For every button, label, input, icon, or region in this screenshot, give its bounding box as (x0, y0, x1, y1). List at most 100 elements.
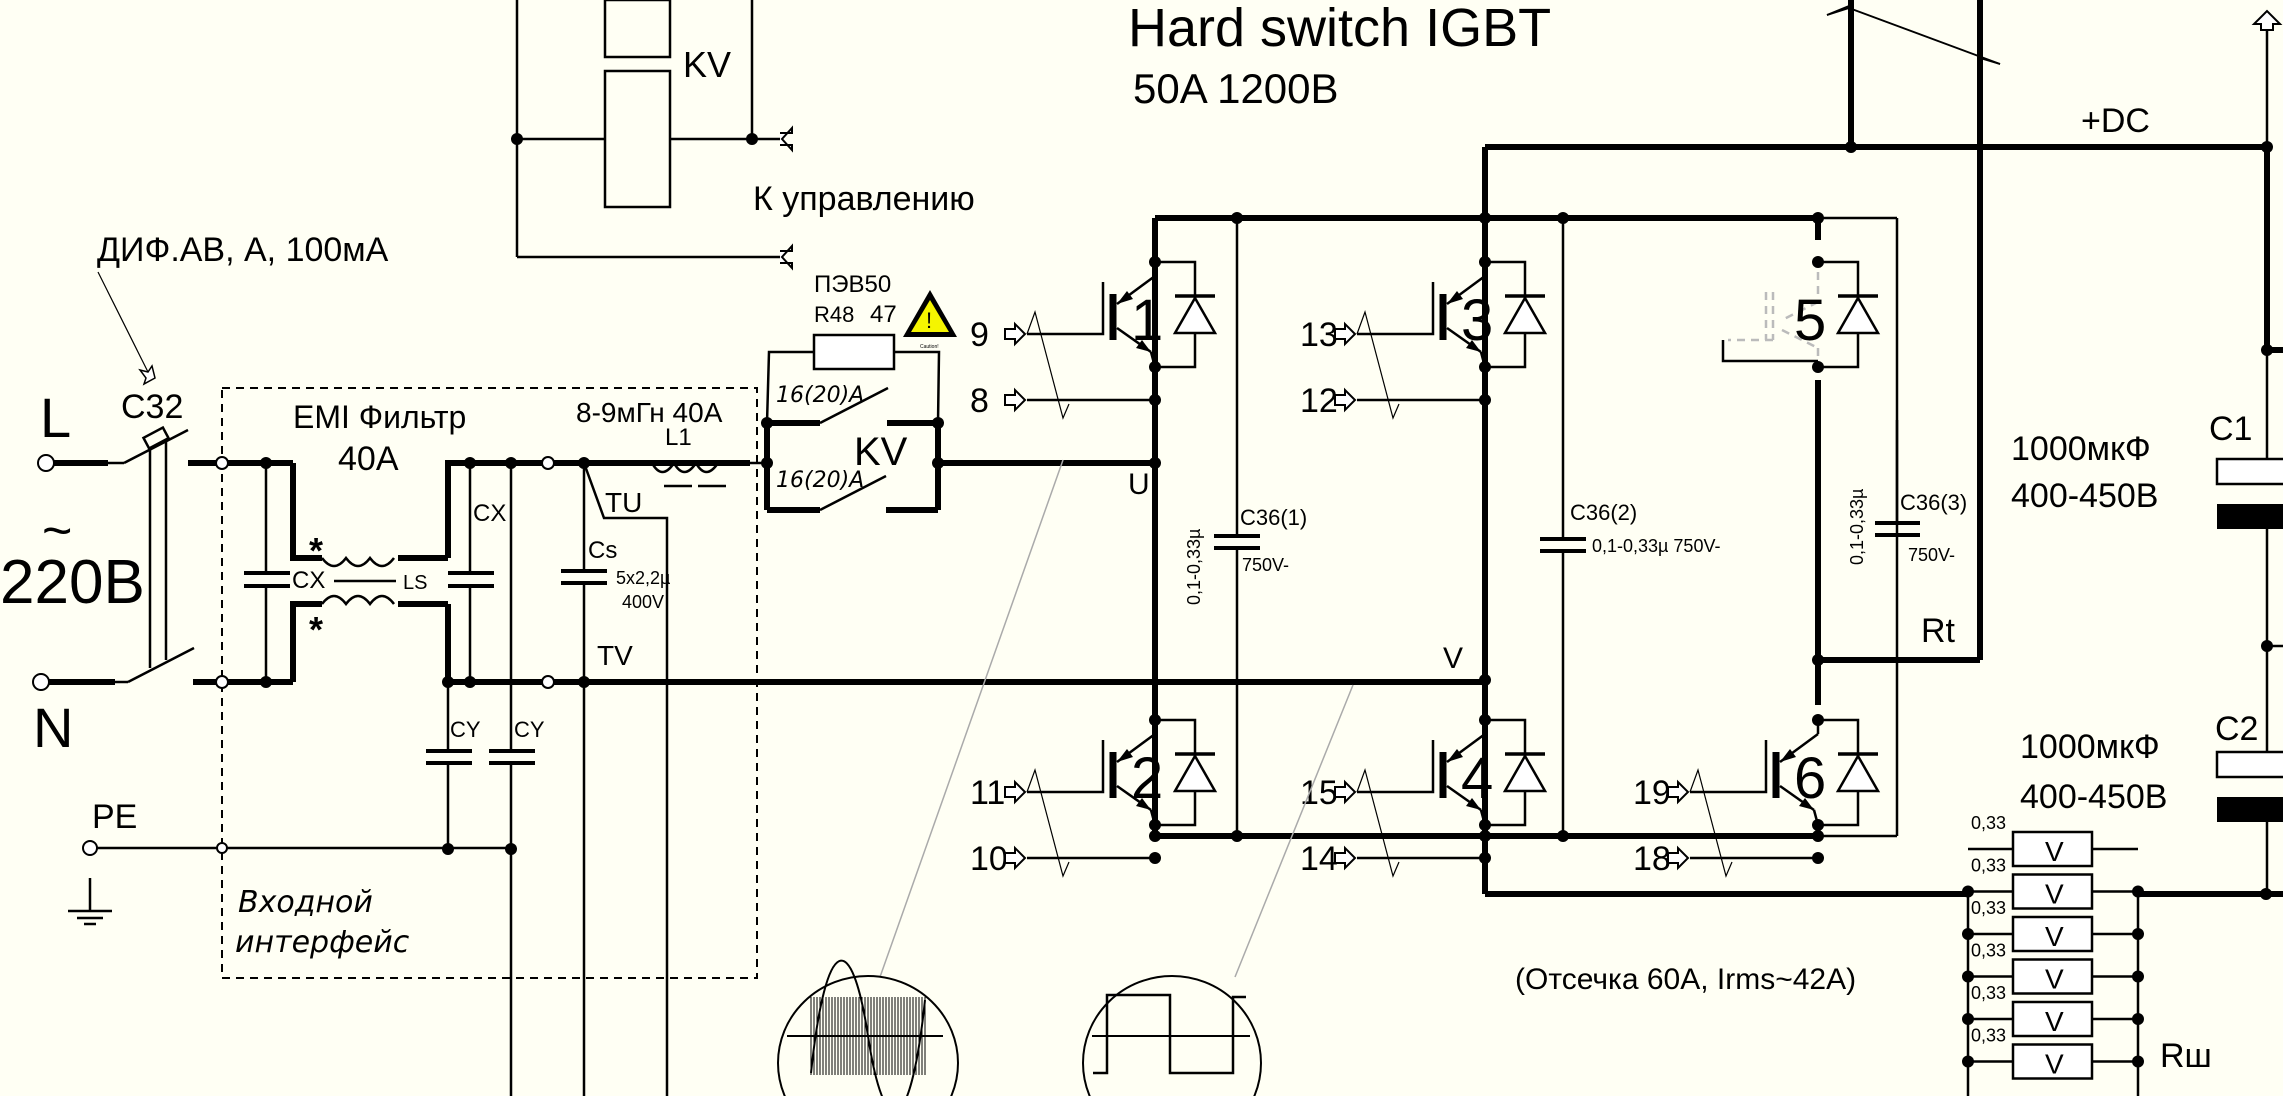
input-interface-label-1: Входной (238, 885, 373, 920)
cs-value: 5x2,2µ (616, 568, 670, 588)
diode-icon (1502, 753, 1548, 793)
cx1-label: CX (292, 567, 325, 594)
shunt-label: Rш (2160, 1037, 2212, 1075)
resistor-mark: V (2045, 921, 2064, 952)
c36-2-value: 0,1-0,33µ 750V- (1592, 536, 1720, 556)
tv-label: TV (597, 640, 633, 671)
node-U-label: U (1128, 468, 1150, 501)
snubber-c36-3: C36(3) 750V- 0,1-0,33µ (1847, 420, 1967, 565)
waveform-inset-square (1082, 975, 1262, 1096)
breaker-c32: C32 ДИФ.АВ, А, 100мА (97, 231, 389, 684)
resistor-value: 0,33 (1971, 813, 2006, 833)
cy2-label: CY (514, 717, 545, 742)
cs-label: Cs (588, 537, 617, 564)
gate-pin-label: 19 (1633, 774, 1671, 812)
igbt-3: 3 13 12 (1300, 256, 1548, 420)
c1-voltage: 400-450B (2011, 477, 2158, 515)
resistor-mark: V (2045, 836, 2064, 867)
gate-pin-label: 9 (970, 316, 989, 354)
igbt-number: 2 (1131, 746, 1163, 811)
igbt-1: 198 (970, 256, 1218, 420)
resistor-ref: R48 (814, 302, 854, 327)
c2-voltage: 400-450B (2020, 778, 2167, 816)
emitter-arrow-icon (1799, 798, 1814, 810)
input-arrow-icon (1004, 321, 1027, 347)
collector-arrow-icon (1780, 749, 1796, 762)
diode-icon (1502, 295, 1548, 335)
tu-label: TU (605, 487, 642, 518)
choke-spec: 8-9мГн 40A (576, 397, 723, 428)
emitter-pin-label: 8 (970, 382, 989, 420)
mains-L-label: L (40, 386, 71, 449)
twisted-pair-icon (1689, 767, 1733, 878)
relay-coil-label: KV (683, 44, 731, 85)
resistor-value: 0,33 (1971, 856, 2006, 876)
c36-1-name: C36(1) (1240, 505, 1307, 530)
gate-pin-label: 13 (1300, 316, 1338, 354)
choke-name: L1 (665, 424, 692, 451)
igbt-number: 3 (1461, 288, 1493, 353)
collector-arrow-icon (1117, 291, 1133, 304)
emitter-pin-label: 14 (1300, 840, 1338, 878)
shunt-resistor: V0,33 (1962, 1026, 2144, 1080)
input-arrow-icon (1004, 845, 1027, 871)
ls-dot-top: * (309, 530, 323, 571)
c2-name: C2 (2215, 710, 2258, 748)
input-arrow-icon (1334, 779, 1357, 805)
emi-filter-title: EMI Фильтр (293, 399, 466, 435)
relay-contacts: 16(20)A 16(20)A KV (761, 383, 944, 513)
input-arrow-icon (1334, 845, 1357, 871)
terminal-L (37, 454, 55, 472)
rt-label: Rt (1921, 612, 1956, 650)
collector-arrow-icon (1447, 749, 1463, 762)
leader-arrow-icon (138, 364, 156, 386)
shunt-resistor: V0,33 (1962, 983, 2144, 1038)
collector-arrow-icon (1447, 291, 1463, 304)
svg-text:!: ! (926, 308, 932, 333)
emitter-pin-label: 18 (1633, 840, 1671, 878)
bulk-cap-c2: C2 1000мкФ 400-450B (2020, 646, 2283, 894)
rcd-note: ДИФ.АВ, А, 100мА (97, 231, 389, 269)
emitter-arrow-icon (1466, 798, 1481, 810)
emitter-pin-label: 12 (1300, 382, 1338, 420)
choke-l1: 8-9мГн 40A L1 (576, 397, 765, 488)
emitter-pin-label: 10 (970, 840, 1008, 878)
pe-label: PE (92, 798, 137, 836)
twisted-pair-icon (1356, 309, 1400, 420)
c36-3-value: 0,1-0,33µ (1847, 489, 1867, 565)
resistor-value: 0,33 (1971, 898, 2006, 918)
relay-coil-upper (603, 0, 672, 59)
snubber-c36-1: C36(1) 750V- 0,1-0,33µ (1184, 218, 1307, 836)
input-arrow-icon (1004, 387, 1027, 413)
diode-icon (1835, 753, 1881, 793)
emitter-arrow-icon (1136, 340, 1151, 352)
shunt-resistor: V 0,33 (1962, 898, 2144, 953)
twisted-pair-icon (1026, 309, 1070, 420)
twisted-pair-icon (1026, 767, 1070, 878)
breaker-label: C32 (121, 388, 183, 426)
c36-1-value: 0,1-0,33µ (1184, 529, 1204, 605)
terminal-N (32, 673, 50, 691)
c1-name: C1 (2209, 410, 2252, 448)
title-line-1: Hard switch IGBT (1128, 0, 1551, 58)
gate-pin-label: 15 (1300, 774, 1338, 812)
c36-2-name: C36(2) (1570, 500, 1637, 525)
emitter-arrow-icon (1466, 340, 1481, 352)
terminal-PE (82, 840, 98, 856)
ls-label: LS (403, 572, 427, 594)
precharge-resistor: ПЭВ50 R48 47 ! Caution! (765, 271, 957, 424)
waveform-inset-pwm-sine (777, 959, 959, 1096)
warning-icon: ! Caution! (903, 290, 957, 350)
cx2-label: CX (473, 500, 506, 527)
contact-rating-top: 16(20)A (776, 383, 864, 408)
ls-dot-bottom: * (309, 609, 323, 650)
snubber-c36-2: C36(2) 0,1-0,33µ 750V- (1540, 218, 1720, 836)
shunt-note: (Отсечка 60A, Irms~42A) (1515, 963, 1856, 996)
resistor-value: 0,33 (1971, 983, 2006, 1003)
cy1-label: CY (450, 717, 481, 742)
